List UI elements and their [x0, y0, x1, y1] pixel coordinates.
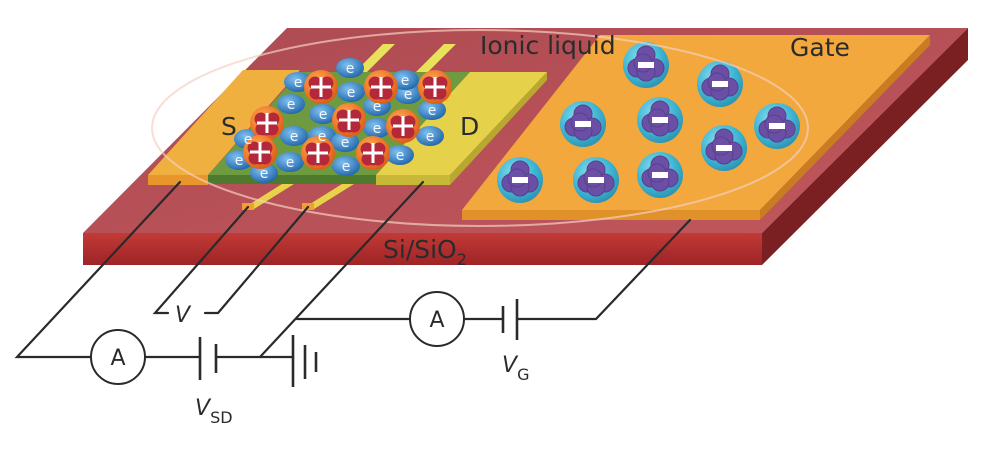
probe-lead-top-left: [355, 44, 395, 72]
ionic-liquid-label: Ionic liquid: [480, 31, 616, 60]
anion: [637, 97, 683, 143]
substrate-label: Si/SiO2: [383, 235, 467, 269]
electron-symbol: e: [287, 97, 296, 113]
electron-symbol: e: [260, 166, 269, 182]
drain-electrode: [376, 72, 547, 185]
electron-symbol: e: [346, 61, 355, 77]
electron-symbol: e: [373, 121, 382, 137]
ground-icon: [291, 335, 318, 387]
electron-bubble: [309, 104, 337, 124]
cation: [332, 103, 366, 137]
substrate-label-sub: 2: [457, 250, 467, 269]
electron-symbol: e: [341, 135, 350, 151]
ionic-liquid-droplet: [151, 29, 809, 227]
electron-bubble: [363, 118, 391, 138]
cation: [364, 70, 398, 104]
electron-symbol: e: [396, 148, 405, 164]
anion: [697, 61, 743, 107]
electron-bubble: [336, 58, 364, 78]
vg-label: VG: [502, 353, 529, 384]
anion: [637, 152, 683, 198]
electron-bubbles: [225, 58, 446, 183]
channel-front: [208, 175, 376, 184]
cations: [243, 70, 452, 170]
source-electrode-front: [148, 175, 208, 185]
anion: [497, 157, 543, 203]
drain-wire: [258, 180, 425, 359]
anion: [754, 103, 800, 149]
electron-symbol: e: [404, 87, 413, 103]
electron-symbol: e: [318, 129, 327, 145]
probe-wire-right: [203, 205, 310, 315]
electron-symbol: e: [401, 73, 410, 89]
circuit: A A V VSD VG: [14, 180, 692, 427]
cation: [250, 106, 284, 140]
probe-wire-left: [152, 205, 250, 315]
vsd-label-sub: SD: [210, 408, 232, 427]
anions: [497, 42, 800, 203]
probe-lead-bottom-right: [302, 184, 354, 209]
electron-bubble: [277, 94, 305, 114]
substrate-side-face: [762, 28, 968, 265]
drain-electrode-front: [376, 175, 450, 185]
source-wire: [14, 180, 182, 359]
electron-bubble: [332, 156, 360, 176]
electron-symbol: e: [244, 132, 253, 148]
probe-voltage-label: V: [175, 303, 192, 328]
electron-bubble: [337, 82, 365, 102]
ammeter-sd: A: [90, 329, 146, 385]
electron-symbol: e: [286, 155, 295, 171]
gate-electrode-side: [760, 35, 930, 220]
electron-bubble: [386, 145, 414, 165]
cation: [304, 70, 338, 104]
probe-lead-top-right: [416, 44, 456, 72]
ammeter-g-label: A: [429, 308, 444, 333]
electron-symbol: e: [319, 107, 328, 123]
vg-label-sub: G: [517, 365, 529, 384]
cation: [386, 109, 420, 143]
vg-label-main: V: [502, 353, 519, 378]
electron-symbol: e: [426, 129, 435, 145]
gate-electrode-front: [462, 210, 760, 220]
gate-label: Gate: [790, 33, 850, 62]
ammeter-g: A: [409, 291, 465, 347]
electron-symbol: e: [373, 99, 382, 115]
cation: [418, 70, 452, 104]
gate-wire: [515, 218, 692, 321]
drain-electrode-top: [376, 72, 547, 175]
probe-lead-bottom-left: [242, 184, 294, 209]
electron-bubble: [416, 126, 444, 146]
drain-electrode-side: [450, 72, 547, 185]
vsd-label: VSD: [195, 396, 233, 427]
electron-symbol: e: [290, 129, 299, 145]
substrate-front-face: [83, 233, 762, 265]
source-electrode-top: [148, 70, 300, 175]
electron-bubble: [418, 100, 446, 120]
anion: [701, 125, 747, 171]
electron-symbol: e: [342, 159, 351, 175]
electron-bubble: [391, 70, 419, 90]
source-label: S: [221, 112, 237, 141]
cation: [243, 135, 277, 169]
electron-symbol: e: [294, 75, 303, 91]
cation: [356, 136, 390, 170]
drain-label: D: [460, 112, 479, 141]
electron-bubble: [280, 126, 308, 146]
electron-symbol: e: [347, 85, 356, 101]
electron-symbol: e: [428, 103, 437, 119]
electron-symbol: e: [235, 153, 244, 169]
anion: [560, 101, 606, 147]
cation: [301, 136, 335, 170]
anion: [573, 157, 619, 203]
vsd-battery: [198, 337, 218, 380]
anion: [623, 42, 669, 88]
ammeter-sd-label: A: [110, 346, 125, 371]
source-electrode: [148, 70, 300, 185]
electron-bubble: [331, 132, 359, 152]
vsd-label-main: V: [195, 396, 212, 421]
electron-bubble: [276, 152, 304, 172]
vg-battery: [501, 299, 519, 340]
substrate-label-main: Si/SiO: [383, 235, 457, 264]
